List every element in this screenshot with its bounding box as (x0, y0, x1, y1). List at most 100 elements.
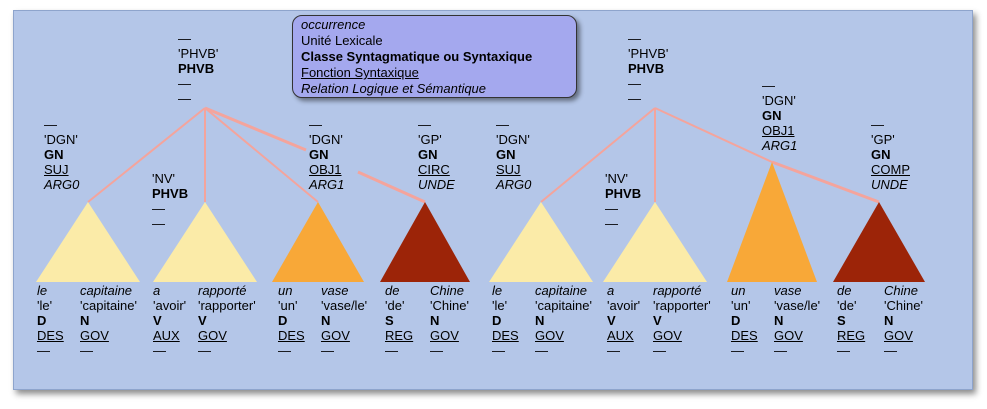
leaf-0-line-0: le (37, 283, 48, 298)
leaf-9-line-0: capitaine (535, 283, 588, 298)
node-phvb1-line-1: 'PHVB' (178, 46, 219, 61)
leaf-5-line-3: GOV (321, 328, 350, 343)
node-phvb2-line-1: 'PHVB' (628, 46, 669, 61)
leaf-9-line-2: N (535, 313, 545, 328)
subtree-triangles (36, 162, 925, 282)
triangle-de-chine-2 (833, 202, 925, 282)
node-dgn2-line-3: OBJ1 (309, 162, 342, 177)
leaf-7-line-1: 'Chine' (430, 298, 469, 313)
node-gp2-line-1: 'GP' (871, 132, 895, 147)
node-phvb1-line-3: — (178, 76, 191, 91)
leaf-15-line-3: GOV (884, 328, 913, 343)
leaf-13-line-1: 'vase/le' (774, 298, 821, 313)
leaf-7-line-0: Chine (430, 283, 464, 298)
leaf-13-line-0: vase (774, 283, 802, 298)
leaf-3-line-1: 'rapporter' (198, 298, 256, 313)
leaf-5-line-2: N (321, 313, 331, 328)
leaf-0-line-4: — (37, 343, 50, 358)
leaf-2-line-0: a (153, 283, 161, 298)
node-dgn2-line-2: GN (309, 147, 329, 162)
leaf-13-line-3: GOV (774, 328, 803, 343)
legend-lexical-unit: Unité Lexicale (301, 33, 383, 48)
node-dgn1-line-4: ARG0 (44, 177, 80, 192)
leaf-7-line-3: GOV (430, 328, 459, 343)
leaf-14-line-1: 'de' (837, 298, 857, 313)
leaf-12-line-3: DES (731, 328, 758, 343)
leaf-8-line-4: — (492, 343, 505, 358)
leaf-10-line-2: V (607, 313, 616, 328)
leaf-10-line-3: AUX (607, 328, 634, 343)
leaf-12-line-2: D (731, 313, 741, 328)
node-dgn1-line-1: 'DGN' (44, 132, 78, 147)
leaf-12-line-4: — (731, 343, 744, 358)
leaf-2-line-4: — (153, 343, 166, 358)
leaf-3-line-2: V (198, 313, 207, 328)
node-dgn2-line-4: ARG1 (309, 177, 345, 192)
leaf-11-line-3: GOV (653, 328, 682, 343)
leaf-1-line-0: capitaine (80, 283, 133, 298)
edge-dgn2-gp1 (357, 170, 426, 204)
node-nv1-line-0: 'NV' (152, 171, 176, 186)
node-nv1-line-1: PHVB (152, 186, 189, 201)
triangle-un-vase-2 (727, 162, 817, 282)
leaf-5-line-0: vase (321, 283, 349, 298)
legend-occurrence: occurrence (301, 17, 366, 32)
leaf-2-line-1: 'avoir' (153, 298, 187, 313)
node-dgn3-line-3: SUJ (496, 162, 521, 177)
node-phvb2-line-2: PHVB (628, 61, 665, 76)
node-phvb1-line-0: — (178, 31, 191, 46)
node-dgn3-line-0: — (496, 117, 509, 132)
legend-syntactic-function: Fonction Syntaxique (301, 65, 419, 80)
triangle-a-rapporte-1 (153, 202, 257, 282)
leaf-3-line-0: rapporté (198, 283, 247, 298)
edge-phvb2-dgn3 (540, 107, 656, 203)
leaf-2-line-3: AUX (153, 328, 180, 343)
leaf-15-line-1: 'Chine' (884, 298, 923, 313)
node-gp1-line-4: UNDE (418, 177, 455, 192)
leaf-10-line-0: a (607, 283, 615, 298)
leaf-6-line-3: REG (385, 328, 414, 343)
edge-phvb1-dgn2 (204, 107, 319, 203)
node-gp1-line-2: GN (418, 147, 438, 162)
legend-box: occurrence Unité Lexicale Classe Syntagm… (292, 15, 577, 98)
leaf-12-line-1: 'un' (731, 298, 751, 313)
leaf-14-line-4: — (837, 343, 850, 358)
leaf-7-line-4: — (430, 343, 443, 358)
tree-edges (87, 106, 880, 204)
leaf-11-line-4: — (653, 343, 666, 358)
leaf-0-line-1: 'le' (37, 298, 53, 313)
leaf-4-line-1: 'un' (278, 298, 298, 313)
node-phvb2-line-3: — (628, 76, 641, 91)
node-phvb1-line-4: — (178, 91, 191, 106)
leaf-1-line-1: 'capitaine' (80, 298, 138, 313)
edge-phvb1-dgn2-attach (204, 106, 307, 152)
node-dgn1-line-2: GN (44, 147, 64, 162)
leaf-6-line-1: 'de' (385, 298, 405, 313)
leaf-8-line-3: DES (492, 328, 519, 343)
node-gp2-line-3: COMP (871, 162, 910, 177)
leaf-0-line-2: D (37, 313, 47, 328)
leaf-4-line-4: — (278, 343, 291, 358)
node-dgn3-line-1: 'DGN' (496, 132, 530, 147)
node-dgn4-line-3: OBJ1 (762, 123, 795, 138)
leaf-10-line-1: 'avoir' (607, 298, 641, 313)
leaf-14-line-2: S (837, 313, 846, 328)
leaf-1-line-4: — (80, 343, 93, 358)
node-gp2-line-4: UNDE (871, 177, 908, 192)
leaf-1-line-3: GOV (80, 328, 109, 343)
node-nv2-line-1: PHVB (605, 186, 642, 201)
leaf-4-line-0: un (278, 283, 293, 298)
leaf-4-line-2: D (278, 313, 288, 328)
node-gp2-line-2: GN (871, 147, 891, 162)
leaf-12-line-0: un (731, 283, 746, 298)
leaf-10-line-4: — (607, 343, 620, 358)
node-dgn1-line-0: — (44, 117, 57, 132)
leaf-9-line-3: GOV (535, 328, 564, 343)
leaf-1-line-2: N (80, 313, 90, 328)
leaf-9-line-4: — (535, 343, 548, 358)
legend-logical-relation: Relation Logique et Sémantique (301, 81, 487, 96)
node-dgn4-line-0: — (762, 78, 775, 93)
leaf-7-line-2: N (430, 313, 440, 328)
node-dgn2-line-0: — (309, 117, 322, 132)
